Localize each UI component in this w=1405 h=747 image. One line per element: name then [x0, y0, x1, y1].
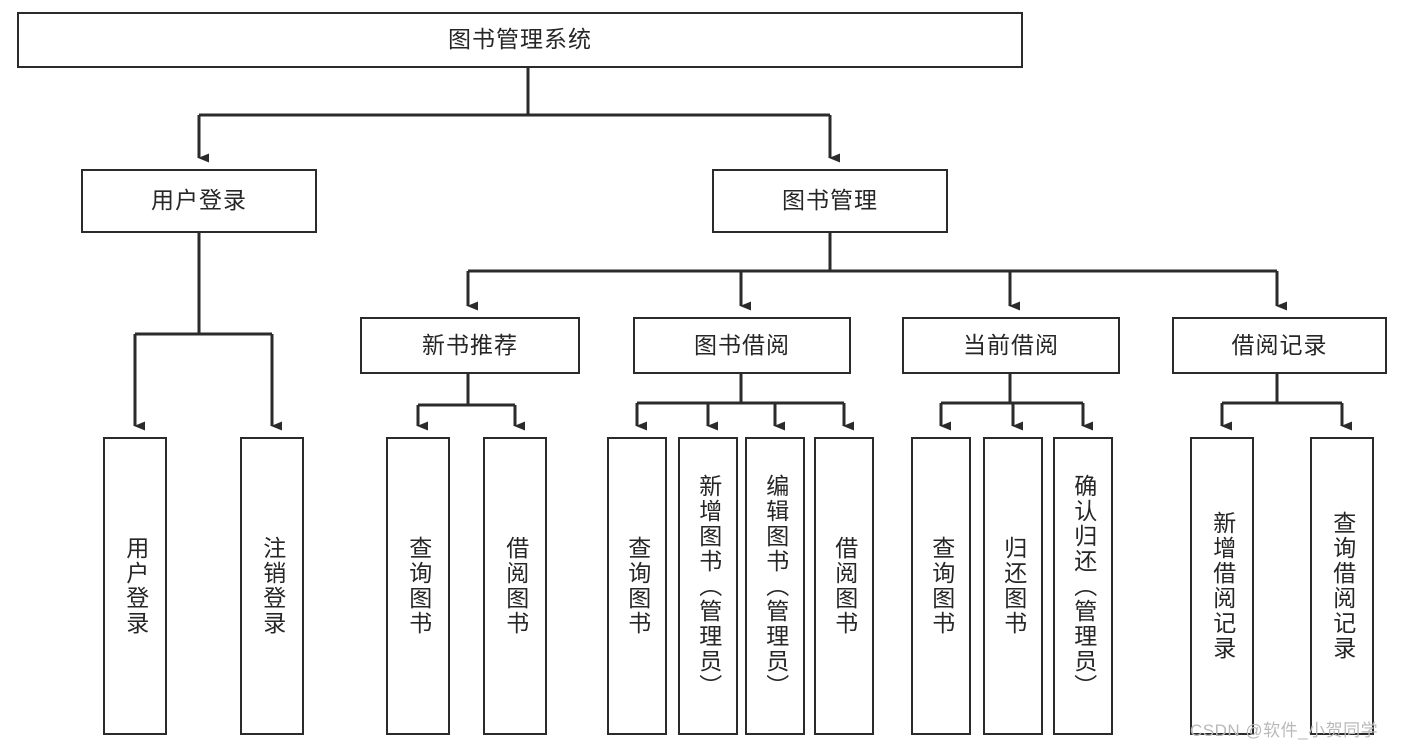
node-book-borrow[interactable]: 图书借阅 — [633, 317, 851, 374]
node-book-borrow-label: 图书借阅 — [694, 331, 790, 358]
node-leaf-user-login-label: 用户登录 — [122, 536, 149, 636]
node-leaf-return-book-label: 归还图书 — [1000, 536, 1027, 636]
node-current-borrow[interactable]: 当前借阅 — [902, 317, 1120, 374]
node-leaf-confirm-return-label: 确认归还（管理员） — [1070, 473, 1097, 699]
node-user-login[interactable]: 用户登录 — [81, 169, 317, 233]
node-leaf-add-book[interactable]: 新增图书（管理员） — [678, 437, 738, 735]
node-leaf-user-login[interactable]: 用户登录 — [103, 437, 167, 735]
node-leaf-edit-book[interactable]: 编辑图书（管理员） — [745, 437, 805, 735]
node-leaf-borrow-book-label: 借阅图书 — [831, 536, 858, 636]
node-leaf-return-book[interactable]: 归还图书 — [983, 437, 1043, 735]
node-leaf-borrow-book-rec[interactable]: 借阅图书 — [483, 437, 547, 735]
node-root[interactable]: 图书管理系统 — [17, 12, 1023, 68]
node-leaf-query-book-rec[interactable]: 查询图书 — [386, 437, 450, 735]
node-leaf-query-book-cur[interactable]: 查询图书 — [911, 437, 971, 735]
node-leaf-query-book-cur-label: 查询图书 — [928, 536, 955, 636]
node-leaf-logout-label: 注销登录 — [259, 536, 286, 636]
node-new-book-recommend-label: 新书推荐 — [422, 331, 518, 358]
node-borrow-record-label: 借阅记录 — [1231, 331, 1328, 358]
node-leaf-query-book-rec-label: 查询图书 — [405, 536, 432, 636]
node-current-borrow-label: 当前借阅 — [963, 331, 1059, 358]
node-leaf-query-record[interactable]: 查询借阅记录 — [1310, 437, 1374, 735]
node-leaf-add-book-label: 新增图书（管理员） — [695, 473, 722, 699]
node-leaf-add-record-label: 新增借阅记录 — [1209, 511, 1236, 661]
node-borrow-record[interactable]: 借阅记录 — [1172, 317, 1387, 374]
node-leaf-confirm-return[interactable]: 确认归还（管理员） — [1053, 437, 1113, 735]
node-leaf-logout[interactable]: 注销登录 — [240, 437, 304, 735]
node-leaf-borrow-book-rec-label: 借阅图书 — [502, 536, 529, 636]
node-leaf-edit-book-label: 编辑图书（管理员） — [762, 473, 789, 699]
node-leaf-query-book-borrow-label: 查询图书 — [624, 536, 651, 636]
watermark: CSDN @软件_小贺同学 — [1190, 721, 1379, 740]
node-book-manage-label: 图书管理 — [782, 187, 878, 214]
node-root-label: 图书管理系统 — [448, 26, 592, 53]
node-leaf-query-book-borrow[interactable]: 查询图书 — [607, 437, 667, 735]
node-leaf-borrow-book[interactable]: 借阅图书 — [814, 437, 874, 735]
node-leaf-query-record-label: 查询借阅记录 — [1329, 511, 1356, 661]
node-book-manage[interactable]: 图书管理 — [712, 169, 948, 233]
node-new-book-recommend[interactable]: 新书推荐 — [360, 317, 580, 374]
node-leaf-add-record[interactable]: 新增借阅记录 — [1190, 437, 1254, 735]
node-user-login-label: 用户登录 — [151, 187, 247, 214]
